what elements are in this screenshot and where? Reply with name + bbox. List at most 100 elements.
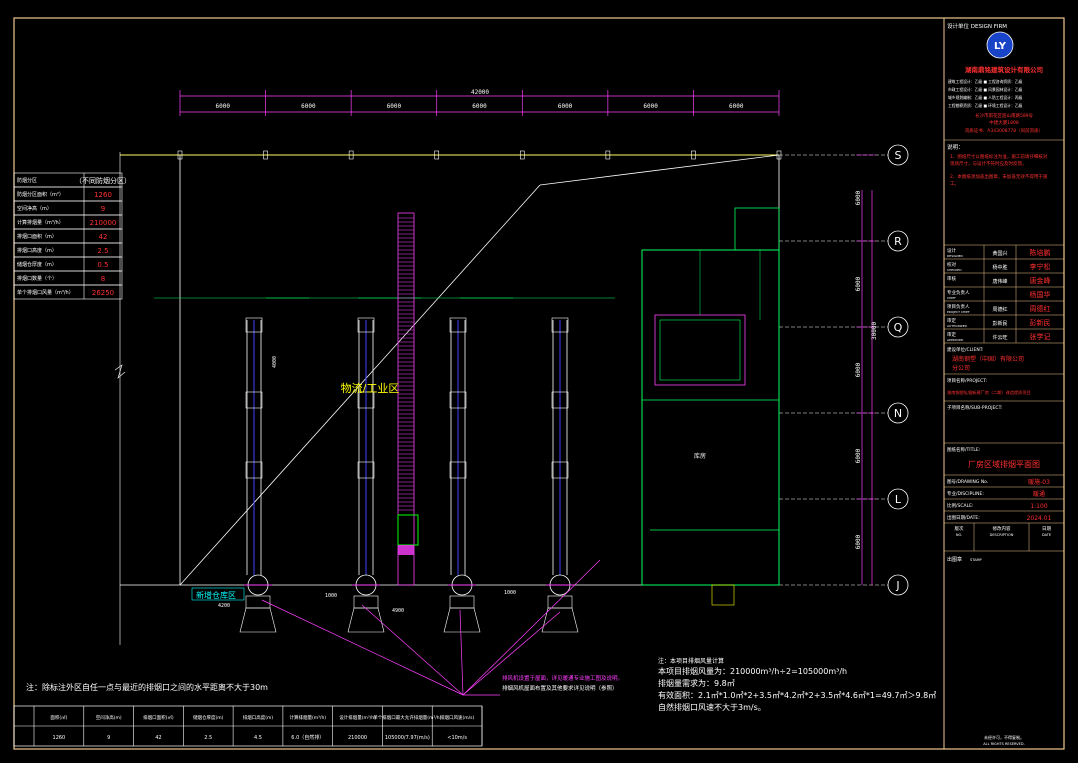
axis-bubble xyxy=(887,316,909,338)
right-dimension: 6000 xyxy=(855,534,862,549)
bottom-note: 注：除标注外区自任一点与最近的排烟口之间的水平距离不大于30m xyxy=(26,682,268,692)
company-address-2: 中建大厦1808 xyxy=(989,119,1019,126)
calc-line: 有效面积：2.1㎡*1.0㎡*2+3.5㎡*4.2㎡*2+3.5㎡*4.6㎡*1… xyxy=(658,690,936,700)
rev-header-en: NO. xyxy=(956,533,962,537)
bottom-table-header: 设计排烟量(m³/h) xyxy=(339,714,376,721)
table-row-label: 防烟分区面积（m²） xyxy=(17,191,64,198)
axis-bubble xyxy=(887,488,909,510)
bottom-table-header: 储烟仓厚度(m) xyxy=(193,714,224,721)
table-row-label: 排烟口面积（m） xyxy=(17,233,57,240)
role-signature: 彭新民 xyxy=(1030,318,1051,327)
role-label: 审核 xyxy=(947,275,956,282)
footer: 未经许可，不得复制。 xyxy=(984,734,1024,740)
bottom-table-header: 排烟口风速(m/s) xyxy=(440,714,474,721)
rev-header: 修改内容 xyxy=(993,525,1011,532)
calc-line: 排烟量需求为：9.8㎡ xyxy=(658,678,735,688)
axis-label: R xyxy=(894,235,902,248)
table-row-value: 9 xyxy=(101,205,105,213)
note-line: 现场尺寸，与设计不符时应及时反馈。 xyxy=(950,160,1027,167)
role-signature: 杨国华 xyxy=(1030,290,1051,299)
role-signature: 张学记 xyxy=(1030,332,1051,341)
role-signature: 唐金峰 xyxy=(1030,276,1051,285)
notes-title: 说明： xyxy=(947,143,964,151)
stamp-label: 出图章 xyxy=(947,556,962,563)
qualification: 建筑工程设计：乙级 ■ 工程咨询资质：乙级 xyxy=(948,79,1023,84)
role-name: 唐伟峰 xyxy=(992,278,1007,285)
building-outline xyxy=(114,152,780,645)
rev-header: 版次 xyxy=(955,525,964,532)
footer-en: ALL RIGHTS RESERVED. xyxy=(983,742,1024,746)
role-name: 彭新民 xyxy=(992,320,1007,327)
bottom-table-cell: 210000 xyxy=(348,735,367,741)
info-label: 图号/DRAWING No. xyxy=(947,479,988,485)
dim-4200: 4200 xyxy=(218,603,230,609)
dim-4000: 4000 xyxy=(272,356,278,368)
role-name: 周德红 xyxy=(992,306,1007,313)
company-logo xyxy=(986,31,1014,59)
role-signature: 李宁松 xyxy=(1030,262,1051,271)
bottom-table-cell: <10m/s xyxy=(447,735,467,741)
axis-label: N xyxy=(894,407,902,420)
right-dimension: 6000 xyxy=(855,362,862,377)
axis-bubble xyxy=(887,402,909,424)
bottom-table-cell: 1260 xyxy=(53,735,66,741)
table-row-value: （不同防烟分区） xyxy=(75,176,131,185)
storage-building: 库房 xyxy=(641,207,780,606)
bottom-table-header: 空间净高(m) xyxy=(96,714,122,721)
axis-label: J xyxy=(895,579,899,592)
title-block: 设计单位 DESIGN FIRMLY湖南鼎铭建筑设计有限公司建筑工程设计：乙级 … xyxy=(944,22,1064,746)
client-label: 建设单位/CLIENT: xyxy=(947,346,983,353)
table-row-value: 2.5 xyxy=(97,247,108,255)
bottom-table-header: 排烟口高度(m) xyxy=(243,714,274,721)
bottom-table-cell: 42 xyxy=(155,735,161,741)
bay-dimension: 6000 xyxy=(558,103,573,110)
right-dimension: 6000 xyxy=(855,448,862,463)
table-row-label: 计算排烟量（m³/h） xyxy=(17,219,64,226)
bay-dimension: 6000 xyxy=(301,103,316,110)
rev-header: 日期 xyxy=(1042,526,1051,532)
role-signature: 陈培鹏 xyxy=(1030,248,1051,257)
role-label-en: CHECKED xyxy=(947,268,962,272)
role-label-en: APPROVED xyxy=(947,338,964,342)
dim-1000b: 1000 xyxy=(504,590,516,596)
role-label: 项目负责人 xyxy=(947,303,970,310)
subproject-label: 子项目名称/SUB-PROJECT: xyxy=(947,404,1002,411)
project-label: 项目名称/PROJECT: xyxy=(947,377,987,384)
calc-line: 自然排烟口风速不大于3m/s。 xyxy=(658,702,766,712)
table-row-value: 26250 xyxy=(92,289,114,297)
logo-text: LY xyxy=(994,41,1007,52)
bottom-table-cell: 105000/7.97(m/s) xyxy=(385,735,430,741)
bottom-table-header: 计算排烟量(m³/h) xyxy=(289,714,326,721)
bay-dimension: 6000 xyxy=(729,103,744,110)
axis-label: L xyxy=(895,493,902,506)
role-name: 杨中胜 xyxy=(992,264,1007,271)
table-row-value: 8 xyxy=(101,275,105,283)
bottom-table-header: 排烟口面积(㎡) xyxy=(143,714,174,721)
role-label-en: PROJECT CHIEF xyxy=(947,310,970,314)
info-value: 2024.01 xyxy=(1027,515,1052,522)
qualification: 工程勘察资质：乙级 ■ 环境工程设计：乙级 xyxy=(948,103,1023,108)
right-dimension: 6000 xyxy=(855,190,862,205)
table-row-label: 防烟分区 xyxy=(17,177,37,184)
bay-dimension: 6000 xyxy=(387,103,402,110)
title-block-frame xyxy=(943,17,1065,750)
bottom-table-cell: 9 xyxy=(107,735,110,741)
drawing-title: 厂房区域排烟平面图 xyxy=(968,459,1040,469)
axis-bubble xyxy=(887,144,909,166)
calc-line: 本项目排烟风量为：210000m³/h÷2=105000m³/h xyxy=(658,666,847,676)
role-label: 设计 xyxy=(947,247,956,254)
right-dimension: 6000 xyxy=(855,276,862,291)
axis-label: Q xyxy=(894,321,903,334)
bottom-summary-table: 面积(㎡)1260空间净高(m)9排烟口面积(㎡)42储烟仓厚度(m)2.5排烟… xyxy=(13,705,483,747)
role-signature: 周德红 xyxy=(1030,304,1051,313)
dim-1000a: 1000 xyxy=(325,593,337,599)
table-row-value: 0.5 xyxy=(97,261,108,269)
table-row-value: 210000 xyxy=(90,219,117,227)
bottom-table-cell: 6.0（自然排） xyxy=(291,734,324,741)
role-label: 专业负责人 xyxy=(947,289,970,296)
bay-dimension: 6000 xyxy=(472,103,487,110)
role-label: 校对 xyxy=(947,261,956,268)
